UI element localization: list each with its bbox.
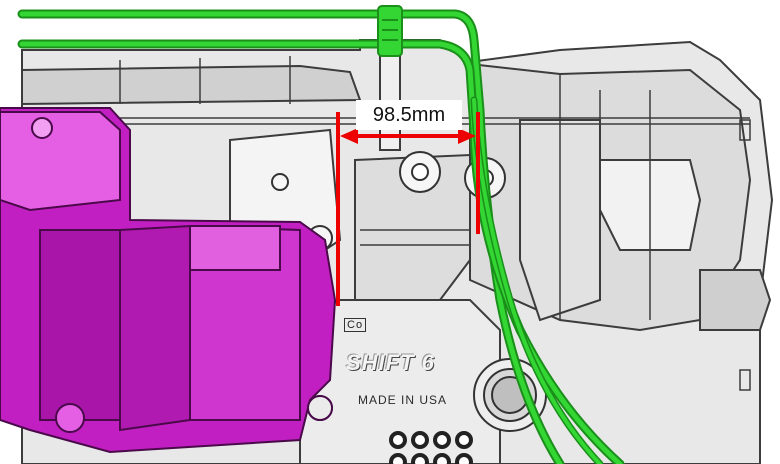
arrowhead-left xyxy=(340,128,358,144)
magenta-motor xyxy=(0,107,337,454)
co-mark: Co xyxy=(344,318,367,332)
brand-emboss: SHIFT 6 xyxy=(346,350,435,375)
dimension-value-label: 98.5mm xyxy=(356,100,462,130)
made-in-usa-emboss: MADE IN USA xyxy=(358,393,448,407)
bolt-hole-row xyxy=(389,431,473,464)
harness-clip xyxy=(377,5,403,57)
dimension-annotation xyxy=(336,112,480,306)
arrowhead-right xyxy=(458,128,476,144)
